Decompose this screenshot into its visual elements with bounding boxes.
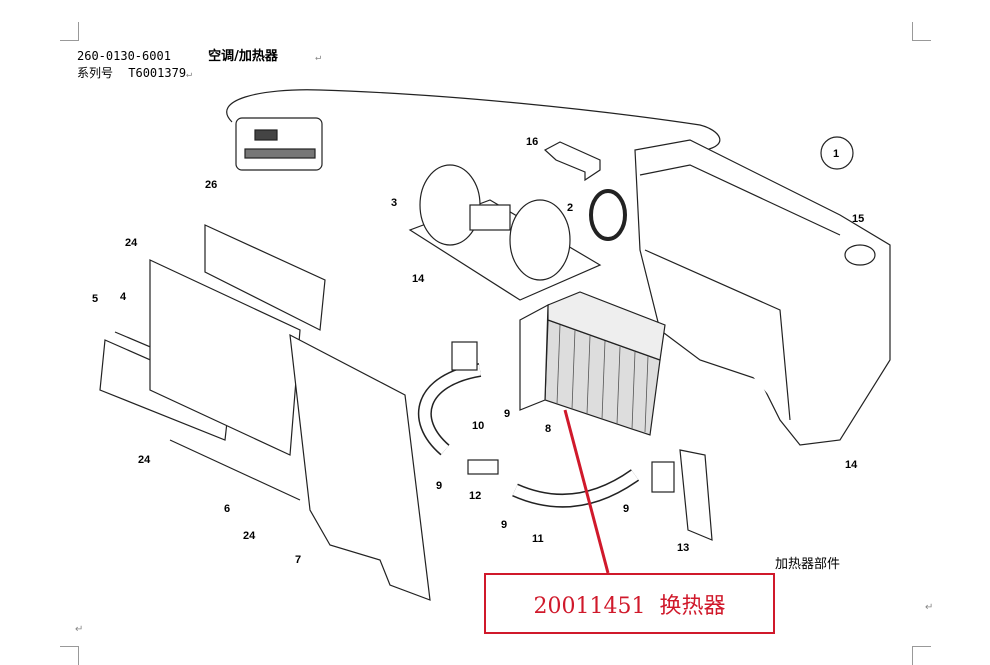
callout-label: 9 [623, 503, 629, 515]
callout-label: 5 [92, 293, 98, 305]
bracket [543, 141, 601, 182]
grommet [651, 461, 675, 493]
annotation-leader [563, 409, 610, 574]
callout-label: 26 [205, 179, 217, 191]
side-panel-edge [169, 439, 301, 501]
control-panel [235, 117, 323, 171]
paragraph-mark: ↵ [75, 624, 84, 635]
callout-label: 9 [501, 519, 507, 531]
callout-label: 14 [412, 273, 425, 285]
callout-labels: 26 3 16 2 1 15 14 24 5 4 10 9 8 9 12 9 1… [92, 136, 864, 566]
callout-circle-1 [820, 136, 854, 170]
callout-label: 11 [532, 533, 544, 545]
callout-label: 9 [504, 408, 510, 420]
serial-label: 系列号 [77, 66, 114, 80]
annotation-text: 20011451 换热器 [533, 593, 726, 619]
callout-label: 9 [436, 480, 442, 492]
heat-exchanger [519, 291, 666, 436]
seal-ring [589, 189, 627, 241]
callout-label: 2 [567, 202, 573, 214]
valve [467, 459, 499, 475]
callout-label: 6 [224, 503, 230, 515]
control-cable [226, 89, 721, 151]
heat-exchanger-annotation-box: 20011451 换热器 [484, 573, 775, 634]
heater-housing [634, 139, 891, 446]
callout-label: 15 [852, 213, 864, 225]
paragraph-mark: ↵ [186, 69, 193, 80]
header-line-1: 260-0130-6001 空调/加热器 ↵ [77, 45, 321, 64]
document-title: 空调/加热器 [208, 49, 278, 64]
grommet [451, 341, 478, 371]
crop-mark-bottom-left [60, 646, 79, 665]
callout-label: 24 [138, 454, 151, 466]
diagram-caption: 加热器部件 [775, 557, 841, 572]
callout-label: 16 [526, 136, 538, 148]
paragraph-mark: ↵ [925, 602, 934, 613]
mounting-bracket [679, 449, 713, 541]
grille-panel [99, 224, 326, 456]
callout-label: 4 [120, 291, 127, 303]
callout-label: 24 [243, 530, 256, 542]
crop-mark-bottom-right [912, 646, 931, 665]
callout-label: 10 [472, 420, 484, 432]
callout-label: 14 [845, 459, 858, 471]
callout-label: 7 [295, 554, 301, 566]
callout-label: 13 [677, 542, 689, 554]
part-code: 260-0130-6001 [77, 49, 171, 63]
serial-value: T6001379 [128, 66, 187, 80]
callout-label: 12 [469, 490, 481, 502]
crop-mark-top-left [60, 22, 79, 41]
callout-label: 24 [125, 237, 138, 249]
callout-label: 8 [545, 423, 551, 435]
callout-label: 1 [833, 148, 839, 160]
crop-mark-top-right [912, 22, 931, 41]
front-cover [289, 333, 431, 601]
paragraph-mark: ↵ [315, 52, 322, 63]
header-line-2: 系列号 T6001379↵ [77, 64, 192, 81]
blower-assembly [408, 164, 602, 301]
callout-label: 3 [391, 197, 397, 209]
